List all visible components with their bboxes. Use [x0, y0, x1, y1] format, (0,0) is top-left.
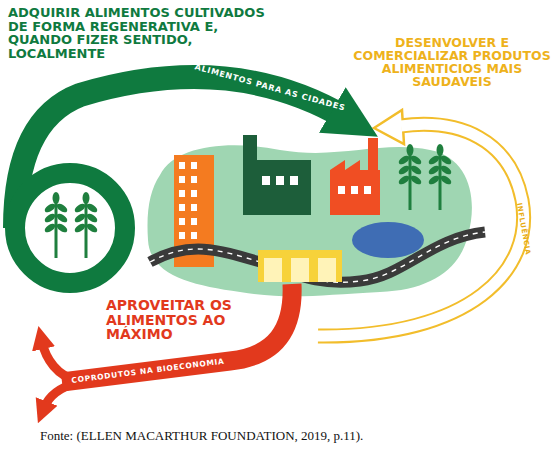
- market-building: [258, 250, 342, 282]
- tree: [43, 192, 69, 258]
- red-heading: APROVEITAR OS ALIMENTOS AO MÁXIMO: [106, 298, 251, 342]
- coproducts-arrow: [42, 284, 292, 408]
- tree: [73, 192, 99, 258]
- road: [150, 232, 485, 282]
- influence-arrow: [317, 110, 524, 336]
- arrow-label: ALIMENTOS PARA AS CIDADES: [194, 63, 346, 112]
- yellow-heading: DESENVOLVER E COMERCIALIZAR PRODUTOS ALI…: [352, 36, 552, 89]
- green-heading: ADQUIRIR ALIMENTOS CULTIVADOS DE FORMA R…: [8, 6, 266, 61]
- source-caption: Fonte: (ELLEN MACARTHUR FOUNDATION, 2019…: [40, 428, 363, 444]
- red-factory: [330, 138, 380, 215]
- arrow-label: COPRODUTOS NA BIOECONOMIA: [71, 358, 225, 385]
- arrow-label: INFLUÊNCIA: [515, 202, 531, 255]
- city-ground: [148, 145, 472, 296]
- tree: [397, 144, 423, 210]
- pond: [352, 222, 424, 258]
- green-factory: [243, 135, 311, 215]
- tree: [427, 144, 453, 210]
